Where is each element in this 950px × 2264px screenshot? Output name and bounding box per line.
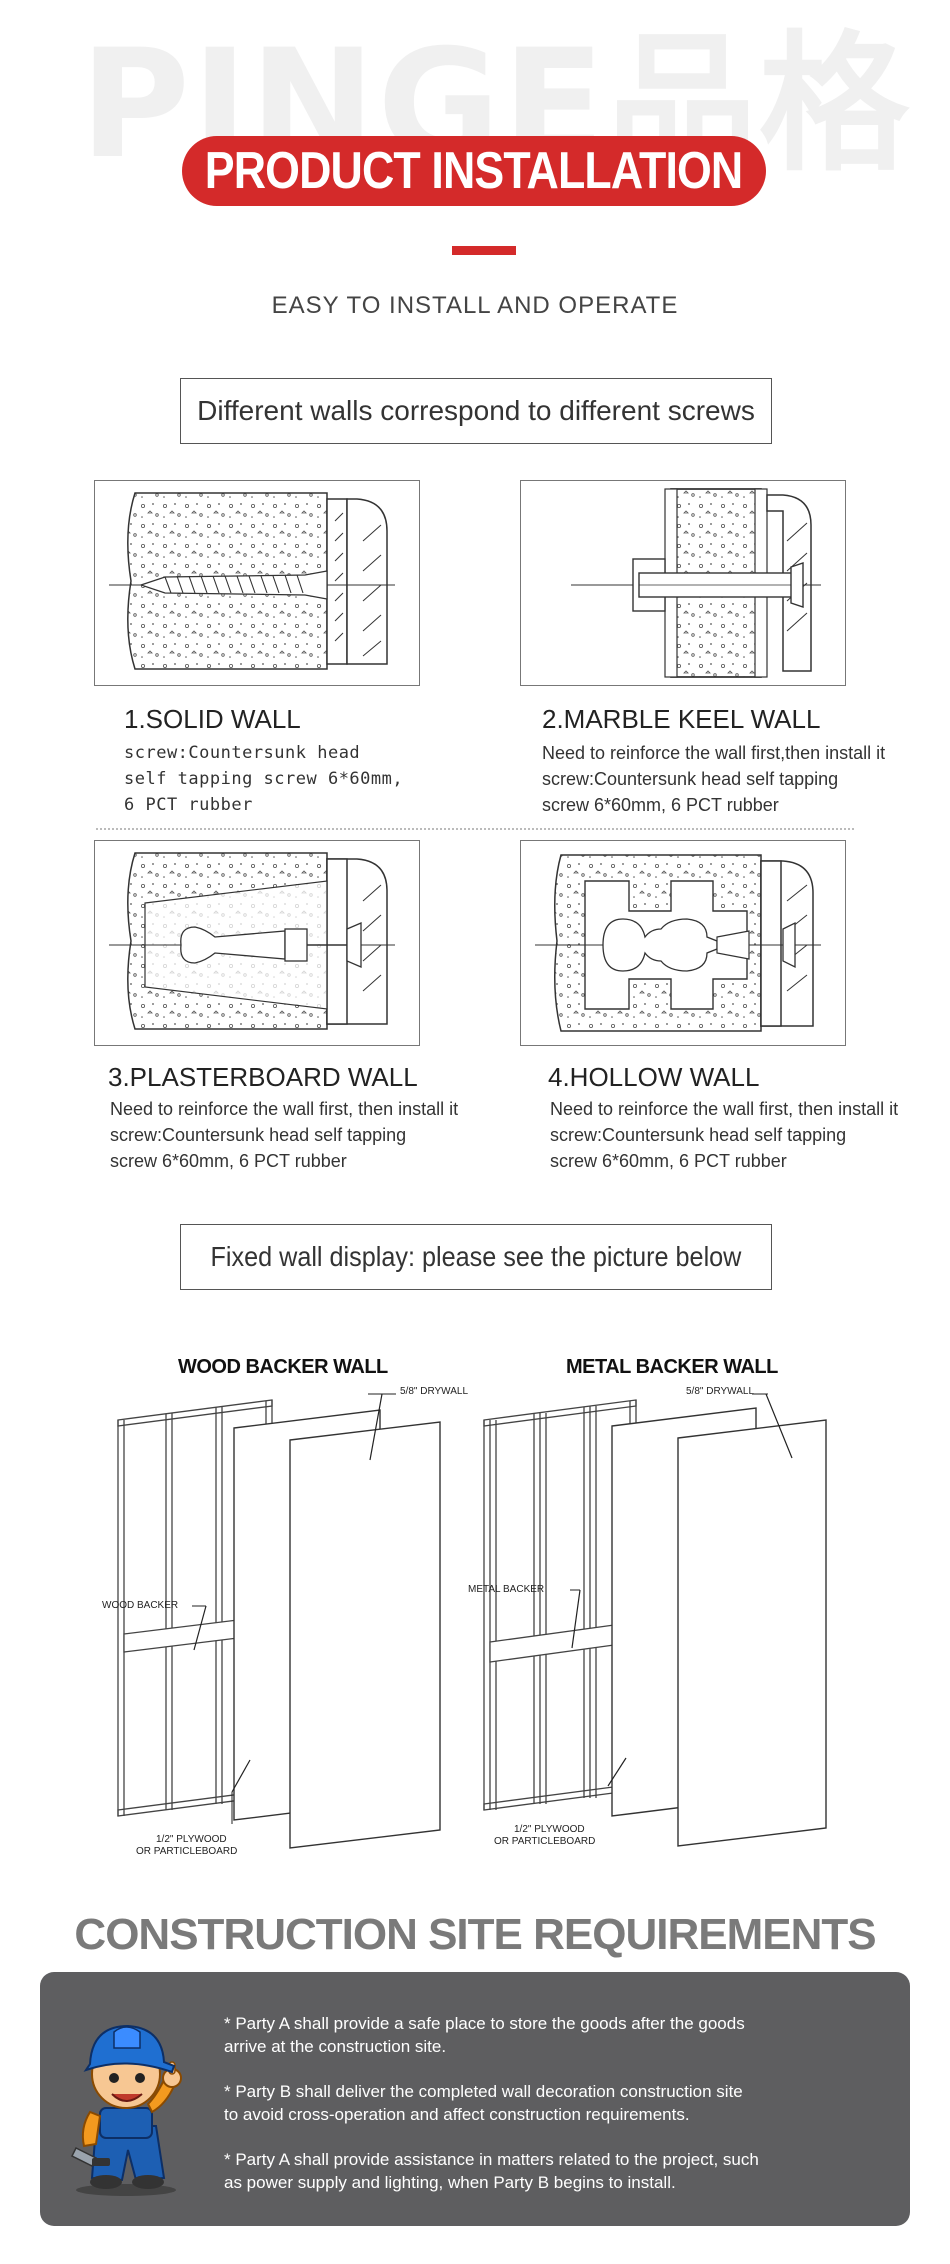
wall-desc-4: Need to reinforce the wall first, then i… (550, 1099, 899, 1171)
page-title-banner: PRODUCT INSTALLATION (182, 136, 766, 206)
wall-desc-3: Need to reinforce the wall first, then i… (110, 1099, 459, 1171)
wood-plywood-label-2: OR PARTICLEBOARD (136, 1846, 238, 1857)
wall-title-2: 2.MARBLE KEEL WALL (542, 704, 821, 734)
wood-backer-label: WOOD BACKER (102, 1600, 179, 1611)
section-divider (96, 828, 854, 830)
marble-keel-wall-diagram (520, 480, 846, 686)
fixed-wall-heading: Fixed wall display: please see the pictu… (180, 1224, 772, 1290)
wood-backer-title: WOOD BACKER WALL (178, 1356, 388, 1378)
solid-wall-diagram (94, 480, 420, 686)
wood-backer-wall-illustration (100, 1380, 460, 1860)
metal-drywall-label: 5/8" DRYWALL (686, 1386, 755, 1397)
metal-backer-wall-illustration (476, 1380, 836, 1860)
screws-heading: Different walls correspond to different … (180, 378, 772, 444)
plasterboard-wall-diagram (94, 840, 420, 1046)
worker-mascot-icon (56, 2008, 196, 2198)
requirement-item-2: * Party B shall deliver the completed wa… (224, 2082, 743, 2124)
metal-plywood-label-2: OR PARTICLEBOARD (494, 1836, 596, 1847)
requirement-item-3: * Party A shall provide assistance in ma… (224, 2150, 759, 2192)
fixed-wall-heading-text: Fixed wall display: please see the pictu… (210, 1241, 742, 1272)
wood-plywood-label-1: 1/2" PLYWOOD (156, 1834, 227, 1845)
page-subtitle: EASY TO INSTALL AND OPERATE (271, 292, 679, 319)
page-title: PRODUCT INSTALLATION (205, 142, 743, 200)
hollow-wall-diagram (520, 840, 846, 1046)
wall-desc-1: screw:Countersunk head self tapping scre… (124, 743, 404, 815)
screws-heading-text: Different walls correspond to different … (197, 395, 755, 426)
requirements-box: * Party A shall provide a safe place to … (40, 1972, 910, 2226)
requirement-item-1: * Party A shall provide a safe place to … (224, 2014, 745, 2056)
metal-backer-label-text: METAL BACKER (468, 1584, 545, 1595)
wall-title-4: 4.HOLLOW WALL (548, 1062, 760, 1092)
construction-title: CONSTRUCTION SITE REQUIREMENTS (74, 1910, 876, 1959)
metal-backer-title: METAL BACKER WALL (566, 1356, 778, 1378)
metal-plywood-label-1: 1/2" PLYWOOD (514, 1824, 585, 1835)
title-underline (452, 246, 516, 255)
wall-title-1: 1.SOLID WALL (124, 704, 301, 734)
wall-title-3: 3.PLASTERBOARD WALL (108, 1062, 418, 1092)
wood-drywall-label: 5/8" DRYWALL (400, 1386, 469, 1397)
wall-desc-2: Need to reinforce the wall first,then in… (542, 743, 886, 815)
